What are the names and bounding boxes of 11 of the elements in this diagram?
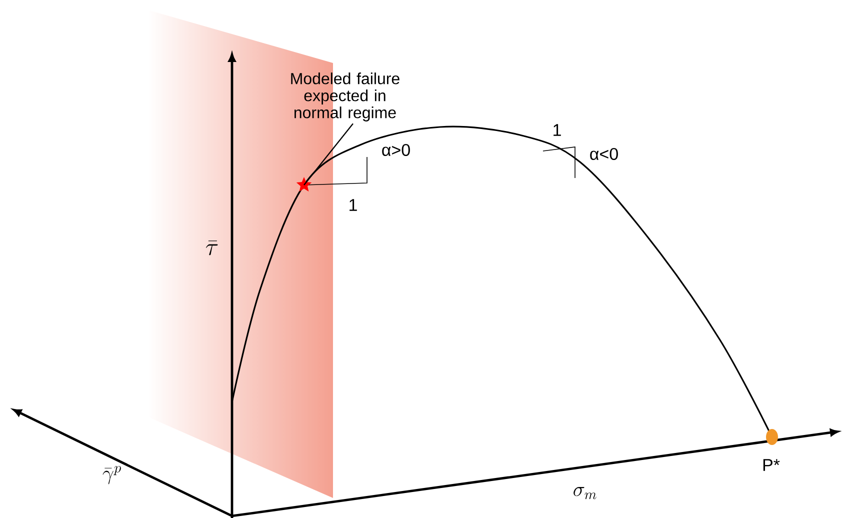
axis-label: $\bar{\tau}$	[206, 240, 218, 256]
axis-label: $\sigma_{m}$	[574, 486, 596, 500]
leader-line	[304, 123, 354, 186]
axis-label: $\bar{\gamma}^{p}$	[102, 466, 121, 484]
slope-label: 1	[554, 124, 561, 136]
slope-label: 1	[350, 199, 357, 211]
callout-text: Modeled failure expected in normal regime	[291, 72, 400, 122]
slope-label: α>0	[382, 144, 410, 156]
slope-label: α<0	[590, 148, 618, 160]
star-marker	[296, 176, 312, 192]
point-label: P*	[763, 459, 780, 471]
